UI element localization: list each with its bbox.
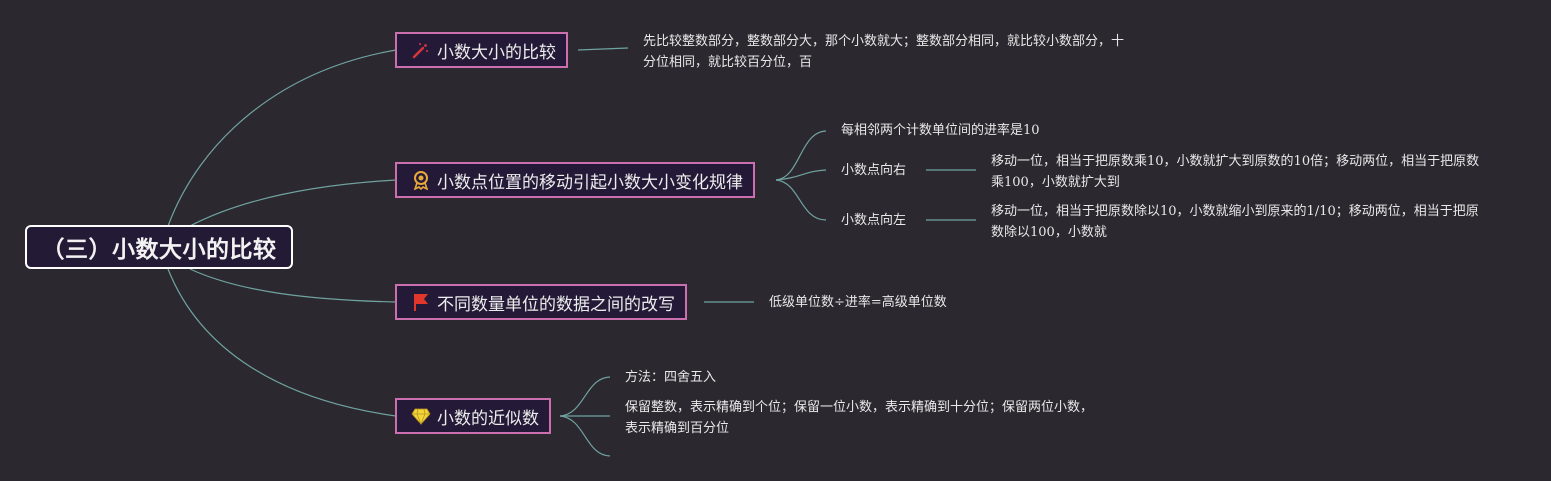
link-b4-note3 [559, 415, 611, 457]
note-point-left: 移动一位，相当于把原数除以10，小数就缩小到原来的1/10；移动两位，相当于把原… [991, 204, 1479, 240]
link-root-b3 [189, 268, 397, 303]
note-unit-formula: 低级单位数÷进率=高级单位数 [769, 295, 947, 310]
branch-unit-conversion[interactable]: 不同数量单位的数据之间的改写 [395, 284, 687, 320]
link-root-b4 [167, 268, 397, 417]
magic-wand-icon [411, 40, 431, 60]
link-b4-note1 [559, 376, 611, 417]
branch-label: 不同数量单位的数据之间的改写 [437, 294, 675, 315]
note-point-right: 移动一位，相当于把原数乘10，小数就扩大到原数的10倍；移动两位，相当于把原数乘… [991, 154, 1480, 190]
root-node[interactable]: （三）小数大小的比较 [25, 225, 293, 269]
branch-compare-decimals[interactable]: 小数大小的比较 [395, 32, 568, 68]
branch-decimal-point-shift[interactable]: 小数点位置的移动引起小数大小变化规律 [395, 162, 755, 198]
link-b2-sub2 [775, 179, 827, 221]
note-precision: 保留整数，表示精确到个位；保留一位小数，表示精确到十分位；保留两位小数，表示精确… [625, 400, 1094, 436]
sub-point-right[interactable]: 小数点向右 [841, 163, 907, 178]
award-medal-icon [411, 170, 431, 190]
link-b2-sub1 [775, 169, 827, 181]
branch-approximation[interactable]: 小数的近似数 [395, 398, 551, 434]
sub-point-left[interactable]: 小数点向左 [841, 213, 907, 228]
branch-label: 小数的近似数 [437, 408, 539, 429]
note-compare-rule: 先比较整数部分，整数部分大，那个小数就大；整数部分相同，就比较小数部分，十分位相… [643, 34, 1125, 70]
root-title: （三）小数大小的比较 [41, 237, 277, 263]
link-b1-note [577, 47, 629, 51]
red-flag-icon [411, 292, 431, 312]
link-root-b1 [167, 49, 397, 227]
note-rounding-method: 方法：四舍五入 [625, 370, 717, 385]
diamond-icon [411, 406, 431, 426]
link-root-b2 [189, 179, 397, 227]
branch-label: 小数大小的比较 [437, 42, 556, 63]
note-carry-rate: 每相邻两个计数单位间的进率是10 [841, 123, 1040, 138]
link-b2-note1 [775, 130, 827, 181]
branch-label: 小数点位置的移动引起小数大小变化规律 [437, 172, 743, 193]
